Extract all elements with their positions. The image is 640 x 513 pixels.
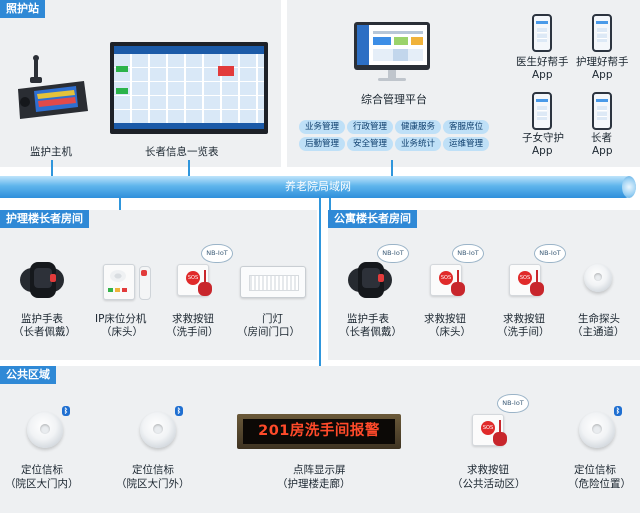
care-building-title: 护理楼长者房间 [0, 210, 89, 228]
care-sos-device: SOS [177, 264, 209, 296]
public-sos-cord [499, 420, 501, 432]
connector-led-display [319, 198, 321, 414]
care-watch-line2: （长者佩戴） [13, 326, 76, 338]
apartment-building-title: 公寓楼长者房间 [328, 210, 417, 228]
door-light-line1: 门灯 [262, 313, 283, 325]
tag-logistics-mgmt: 后勤管理 [299, 137, 345, 151]
led-display-line1: 点阵显示屏 [293, 464, 346, 476]
public-sos-pull-handle [493, 432, 507, 446]
family-app-line2: App [532, 145, 553, 157]
tag-business-mgmt: 业务管理 [299, 120, 345, 134]
tag-business-stats: 业务统计 [395, 137, 441, 151]
doctor-app-line2: App [532, 69, 553, 81]
apt-sos-wash-line2: （洗手间） [497, 326, 550, 338]
apt-watch-device [348, 262, 392, 298]
elder-info-display [110, 42, 268, 134]
apt-sos-bed-cord [457, 270, 459, 282]
connector-info-display [188, 160, 190, 177]
care-sos-line1: 求救按钮 [172, 313, 214, 325]
public-sos-nbiot-badge: NB-IoT [497, 394, 529, 413]
apt-sos-bed-button-face: SOS [439, 271, 453, 285]
beacon-gate-outside [140, 412, 176, 448]
apt-sos-bed-nbiot-badge: NB-IoT [452, 244, 484, 263]
elder-app-line1: 长者 [591, 132, 612, 144]
nurse-app-line2: App [592, 69, 613, 81]
elder-app-phone [592, 92, 612, 130]
tag-admin-mgmt: 行政管理 [347, 120, 393, 134]
monitor-host-label: 监护主机 [30, 146, 72, 158]
ip-bed-unit-line1: IP床位分机 [95, 313, 147, 325]
led-display-line2: （护理楼走廊） [277, 478, 351, 490]
apt-sos-wash-pull-handle [530, 282, 544, 296]
monitor-host-device [12, 55, 90, 123]
apt-sos-wash-nbiot-badge: NB-IoT [534, 244, 566, 263]
care-sos-cord [204, 270, 206, 282]
tag-safety-mgmt: 安全管理 [347, 137, 393, 151]
family-app-phone [532, 92, 552, 130]
beacon-gate-inside [27, 412, 63, 448]
elder-info-label: 长者信息一览表 [145, 146, 219, 158]
life-detector-line2: （主通道） [572, 326, 625, 338]
connector-apartment-building [329, 198, 331, 212]
apt-watch-nbiot-badge: NB-IoT [377, 244, 409, 263]
beacon-danger-zone [579, 412, 615, 448]
beacon-gate-outside-line1: 定位信标 [132, 464, 174, 476]
bluetooth-icon-3: ᛒ [614, 406, 622, 416]
public-sos-line2: （公共活动区） [452, 478, 526, 490]
elder-info-screen [114, 46, 264, 129]
beacon-gate-inside-line1: 定位信标 [21, 464, 63, 476]
beacon-danger-line1: 定位信标 [574, 464, 616, 476]
apt-sos-bed-line1: 求救按钮 [424, 313, 466, 325]
public-area-title: 公共区域 [0, 366, 56, 384]
apt-sos-wash-button-face: SOS [518, 271, 532, 285]
care-sos-pull-handle [198, 282, 212, 296]
beacon-gate-inside-line2: （院区大门内） [5, 478, 79, 490]
ip-bed-unit-device [103, 262, 153, 302]
tag-ops-mgmt: 运维管理 [443, 137, 489, 151]
apt-watch-line2: （长者佩戴） [339, 326, 402, 338]
tag-customer-service: 客服席位 [443, 120, 489, 134]
connector-platform [391, 160, 393, 177]
bluetooth-icon-2: ᛒ [175, 406, 183, 416]
ip-bed-unit-line2: （床头） [101, 326, 143, 338]
tag-health-service: 健康服务 [395, 120, 441, 134]
platform-monitor [354, 22, 430, 84]
lan-label: 养老院局域网 [285, 180, 351, 193]
doctor-app-phone [532, 14, 552, 52]
life-detector-line1: 生命探头 [578, 313, 620, 325]
doctor-app-line1: 医生好帮手 [516, 56, 569, 68]
care-sos-line2: （洗手间） [166, 326, 219, 338]
platform-label: 综合管理平台 [361, 93, 427, 106]
led-display-device: 201房洗手间报警 [237, 414, 401, 449]
care-watch-device [20, 262, 64, 298]
nurse-app-line1: 护理好帮手 [576, 56, 629, 68]
beacon-gate-outside-line2: （院区大门外） [116, 478, 190, 490]
door-light-device [240, 266, 306, 298]
connector-care-building [119, 198, 121, 212]
family-app-line1: 子女守护 [522, 132, 564, 144]
nurse-app-phone [592, 14, 612, 52]
led-display-text: 201房洗手间报警 [258, 423, 380, 439]
beacon-danger-line2: （危险位置） [568, 478, 631, 490]
connector-monitor-host [51, 160, 53, 177]
care-sos-button-face: SOS [186, 271, 200, 285]
apt-sos-bed-pull-handle [451, 282, 465, 296]
care-watch-line1: 监护手表 [21, 313, 63, 325]
apt-watch-line1: 监护手表 [347, 313, 389, 325]
apt-sos-wash-line1: 求救按钮 [503, 313, 545, 325]
door-light-line2: （房间门口） [237, 326, 300, 338]
lan-pipe: 养老院局域网 [0, 176, 636, 198]
nursing-station-title: 照护站 [0, 0, 45, 18]
life-detector-device [584, 264, 612, 292]
apt-sos-wash-cord [536, 270, 538, 282]
elder-app-line2: App [592, 145, 613, 157]
public-sos-line1: 求救按钮 [467, 464, 509, 476]
care-sos-nbiot-badge: NB-IoT [201, 244, 233, 263]
apt-sos-bed-line2: （床头） [429, 326, 471, 338]
bluetooth-icon-1: ᛒ [62, 406, 70, 416]
public-sos-button-face: SOS [481, 421, 495, 435]
